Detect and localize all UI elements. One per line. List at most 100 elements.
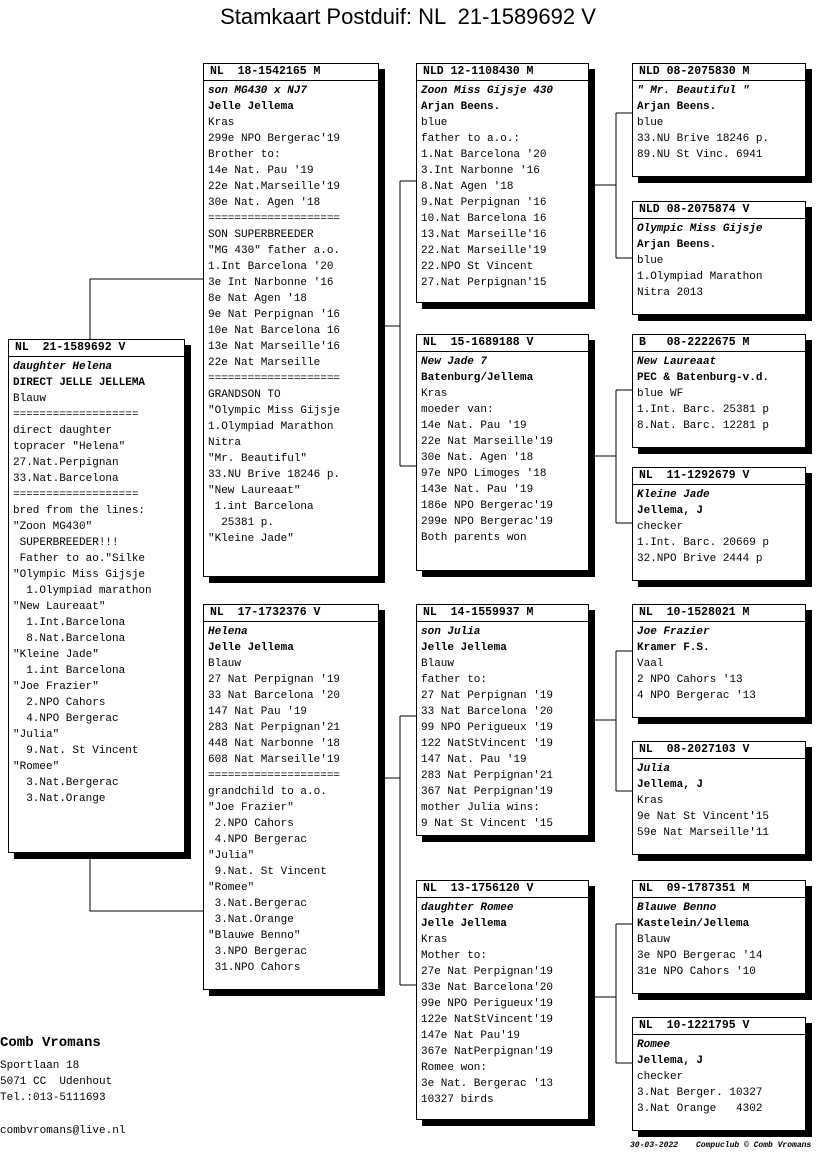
- card-line: 31.NPO Cahors: [208, 962, 301, 974]
- card-line: 33 Nat Barcelona '20: [421, 706, 554, 718]
- card-line: "Olympic Miss Gijsje: [208, 405, 341, 417]
- card-line: "MG 430" father a.o.: [208, 245, 341, 257]
- card-line: 299e NPO Bergerac'19: [421, 516, 554, 528]
- card-line: 367 Nat Perpignan'19: [421, 786, 554, 798]
- card-line: Vaal: [637, 658, 664, 670]
- pigeon-name: Kleine Jade: [637, 489, 710, 501]
- card-line: Nitra 2013: [637, 287, 704, 299]
- card-line: "New Laureaat": [208, 485, 301, 497]
- card-line: Kras: [637, 795, 664, 807]
- card-line: Kras: [421, 388, 448, 400]
- card-line: Blauw: [13, 393, 47, 405]
- pigeon-name: son Julia: [421, 626, 481, 638]
- card-line: 8.Nat. Barc. 12281 p: [637, 420, 770, 432]
- ring-number: B 08-2222675 M: [633, 335, 805, 352]
- ring-number: NL 14-1559937 M: [417, 605, 588, 622]
- card-line: topracer "Helena": [13, 441, 126, 453]
- card-line: ====================: [208, 770, 341, 782]
- ring-number: NL 10-1221795 V: [633, 1018, 805, 1035]
- card-line: "Olympic Miss Gijsje: [13, 569, 146, 581]
- card-line: 122 NatStVincent '19: [421, 738, 554, 750]
- pigeon-card-fff: NLD 08-2075830 M " Mr. Beautiful "Arjan …: [632, 63, 806, 177]
- breeder-address: Sportlaan 18: [0, 1060, 80, 1072]
- card-line: Kras: [208, 117, 235, 129]
- card-line: 3.Nat.Orange: [208, 914, 294, 926]
- card-line: 30e Nat. Agen '18: [421, 452, 534, 464]
- card-line: 3.NPO Bergerac: [208, 946, 308, 958]
- ring-number: NL 17-1732376 V: [204, 605, 378, 622]
- card-line: father to:: [421, 674, 488, 686]
- ring-number: NLD 12-1108430 M: [417, 64, 588, 81]
- card-line: 33 Nat Barcelona '20: [208, 690, 341, 702]
- ring-number: NL 08-2027103 V: [633, 742, 805, 759]
- card-line: 186e NPO Bergerac'19: [421, 500, 554, 512]
- card-line: direct daughter: [13, 425, 113, 437]
- pigeon-name: Romee: [637, 1039, 671, 1051]
- card-line: 22e Nat.Marseille'19: [208, 181, 341, 193]
- card-line: 9.Nat. St Vincent: [208, 866, 327, 878]
- card-line: 3.Nat Berger. 10327: [637, 1087, 763, 1099]
- card-line: blue: [421, 117, 448, 129]
- card-line: Nitra: [208, 437, 242, 449]
- card-line: 27e Nat Perpignan'19: [421, 966, 554, 978]
- card-line: 367e NatPerpignan'19: [421, 1046, 554, 1058]
- card-line: 2.NPO Cahors: [208, 818, 294, 830]
- card-line: bred from the lines:: [13, 505, 146, 517]
- card-line: 30e Nat. Agen '18: [208, 197, 321, 209]
- card-line: 1.Olympiad marathon: [13, 585, 152, 597]
- card-line: 22.Nat Marseille'19: [421, 245, 547, 257]
- card-line: Blauw: [208, 658, 242, 670]
- pigeon-name: New Jade 7: [421, 356, 488, 368]
- card-line: 13.Nat Marseille'16: [421, 229, 547, 241]
- card-line: "Julia": [208, 850, 255, 862]
- breeder-line: Jellema, J: [637, 1055, 704, 1067]
- card-line: "Kleine Jade": [208, 533, 294, 545]
- breeder-line: DIRECT JELLE JELLEMA: [13, 377, 146, 389]
- card-line: 32.NPO Brive 2444 p: [637, 553, 763, 565]
- card-line: 143e Nat. Pau '19: [421, 484, 534, 496]
- pigeon-name: Blauwe Benno: [637, 902, 717, 914]
- card-line: 9 Nat St Vincent '15: [421, 818, 554, 830]
- ring-number: NLD 08-2075874 V: [633, 202, 805, 219]
- card-line: 3.Nat.Bergerac: [208, 898, 308, 910]
- card-line: ===================: [13, 409, 139, 421]
- breeder-email[interactable]: combvromans@live.nl: [0, 1125, 126, 1137]
- card-line: 8e Nat Agen '18: [208, 293, 308, 305]
- breeder-city: 5071 CC Udenhout: [0, 1076, 113, 1088]
- card-line: 14e Nat. Pau '19: [421, 420, 527, 432]
- card-line: 147e Nat Pau'19: [421, 1030, 521, 1042]
- ring-number: NL 18-1542165 M: [204, 64, 378, 81]
- card-line: "Joe Frazier": [208, 802, 294, 814]
- card-line: 8.Nat Agen '18: [421, 181, 514, 193]
- breeder-line: Jelle Jellema: [208, 101, 294, 113]
- card-line: 10e Nat Barcelona 16: [208, 325, 341, 337]
- card-line: 22e Nat Marseille'19: [421, 436, 554, 448]
- card-line: 14e Nat. Pau '19: [208, 165, 314, 177]
- breeder-line: Jelle Jellema: [421, 642, 507, 654]
- page-title: Stamkaart Postduif: NL 21-1589692 V: [220, 4, 596, 29]
- card-line: 9.Nat. St Vincent: [13, 745, 139, 757]
- breeder-phone: Tel.:013-5111693: [0, 1092, 106, 1104]
- card-line: 9e Nat St Vincent'15: [637, 811, 770, 823]
- card-line: 59e Nat Marseille'11: [637, 827, 770, 839]
- card-line: mother Julia wins:: [421, 802, 540, 814]
- breeder-line: Jelle Jellema: [208, 642, 294, 654]
- card-line: 33.NU Brive 18246 p.: [208, 469, 341, 481]
- card-line: "Romee": [208, 882, 255, 894]
- ring-number: NL 11-1292679 V: [633, 468, 805, 485]
- card-line: 99 NPO Perigueux '19: [421, 722, 554, 734]
- card-line: 1.Olympiad Marathon: [208, 421, 334, 433]
- card-line: 448 Nat Narbonne '18: [208, 738, 341, 750]
